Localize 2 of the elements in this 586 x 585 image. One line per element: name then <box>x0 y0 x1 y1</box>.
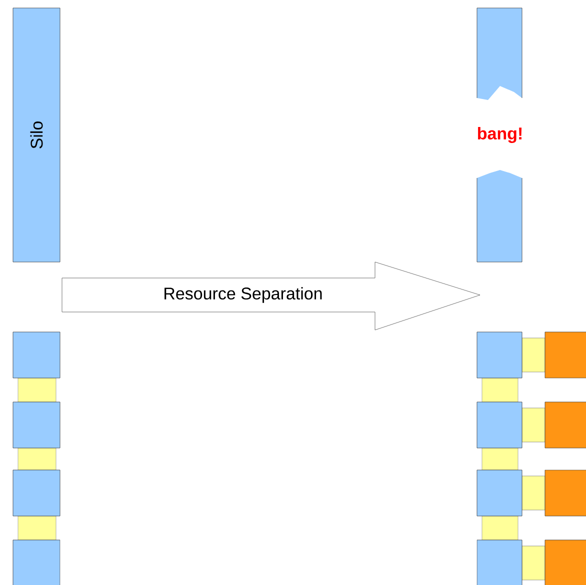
silo-bar: Silo <box>12 8 60 262</box>
exclamation-label: bang! <box>478 127 522 143</box>
